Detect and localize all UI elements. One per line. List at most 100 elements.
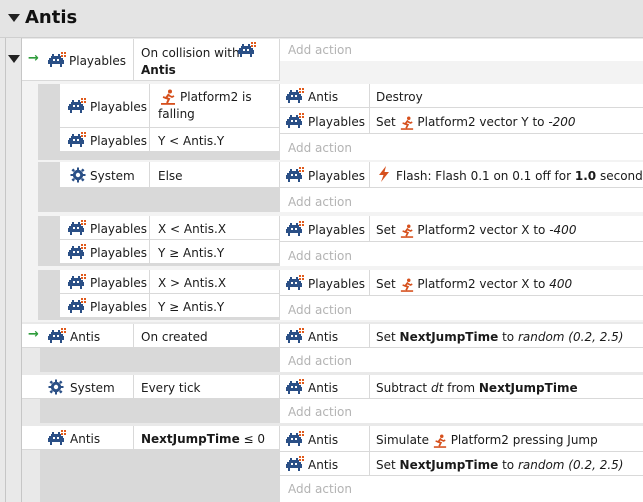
event4: Antis NextJumpTime ≤ 0 Antis Simulate Pl… — [22, 426, 643, 502]
event2-object-cell[interactable]: → Antis — [22, 324, 134, 348]
event3: System Every tick Antis Subtract dt from… — [22, 375, 643, 423]
sprite-icon — [286, 88, 304, 104]
gutter-line — [5, 38, 6, 502]
event3-object-cell[interactable]: System — [22, 375, 134, 399]
add-action-link[interactable]: Add action — [288, 482, 352, 496]
sub4-cond1[interactable]: X > Antis.X — [150, 270, 280, 294]
object-name: System — [70, 381, 115, 395]
add-action-link[interactable]: Add action — [288, 195, 352, 209]
condition-text: Else — [158, 169, 183, 183]
subevent2: System Else Playables Flash: Flash 0.1 o… — [38, 162, 643, 212]
condition-text: Every tick — [141, 381, 201, 395]
flash-bolt-icon — [378, 166, 390, 182]
object-name: Playables — [308, 169, 365, 183]
collapse-triangle-icon[interactable] — [8, 14, 20, 22]
sub3-cond2-object[interactable]: Playables — [60, 240, 150, 264]
sprite-icon — [68, 220, 86, 236]
sprite-icon — [286, 275, 304, 291]
sprite-icon — [238, 42, 256, 58]
sprite-icon — [68, 274, 86, 290]
sub1-cond2[interactable]: Y < Antis.Y — [150, 128, 280, 152]
sub1-cond1-object[interactable]: Playables — [60, 84, 150, 128]
platform-behavior-icon — [433, 434, 447, 448]
object-name: Antis — [308, 90, 339, 104]
object-name: Antis — [308, 330, 339, 344]
add-action-link[interactable]: Add action — [288, 249, 352, 263]
sprite-icon — [48, 430, 66, 446]
object-name: Antis — [308, 458, 339, 472]
sub3-actions: Playables Set Platform2 vector X to -400… — [280, 216, 643, 266]
action-object[interactable]: Playables — [280, 216, 370, 242]
object-name: Playables — [90, 222, 147, 236]
add-action-link[interactable]: Add action — [288, 405, 352, 419]
action-text[interactable]: Destroy — [370, 84, 643, 108]
sub2-cond[interactable]: Else — [150, 162, 280, 188]
sub4-cond1-object[interactable]: Playables — [60, 270, 150, 294]
sprite-icon — [48, 52, 66, 68]
action-text[interactable]: Set Platform2 vector Y to -200 — [370, 108, 643, 134]
object-name: Playables — [308, 223, 365, 237]
condition-text: Y < Antis.Y — [158, 134, 225, 148]
add-action-link[interactable]: Add action — [288, 354, 352, 368]
action-text[interactable]: Set Platform2 vector X to 400 — [370, 270, 643, 296]
sub1-cond2-object[interactable]: Playables — [60, 128, 150, 152]
sub3-cond1[interactable]: X < Antis.X — [150, 216, 280, 240]
action-object[interactable]: Playables — [280, 108, 370, 134]
event4-actions: Antis Simulate Platform2 pressing Jump A… — [280, 426, 643, 502]
event1-collapse[interactable] — [8, 55, 20, 63]
action-text[interactable]: Subtract dt from NextJumpTime — [370, 375, 643, 399]
sprite-icon — [68, 132, 86, 148]
event4-condition[interactable]: NextJumpTime ≤ 0 — [134, 426, 280, 450]
event3-actions: Antis Subtract dt from NextJumpTime Add … — [280, 375, 643, 423]
action-object[interactable]: Antis — [280, 84, 370, 108]
sub2-cond-object[interactable]: System — [60, 162, 150, 188]
sub3-cond1-object[interactable]: Playables — [60, 216, 150, 240]
action-text[interactable]: Set Platform2 vector X to -400 — [370, 216, 643, 242]
event1-object-cell[interactable]: → Playables — [22, 39, 134, 81]
action-text[interactable]: Flash: Flash 0.1 on 0.1 off for 1.0 seco… — [370, 162, 643, 188]
add-action-link[interactable]: Add action — [288, 303, 352, 317]
action-object[interactable]: Playables — [280, 162, 370, 188]
condition-text: X > Antis.X — [158, 276, 227, 290]
action-object[interactable]: Antis — [280, 375, 370, 399]
group-header[interactable]: Antis — [0, 0, 643, 38]
event1-condition[interactable]: On collision with Antis — [134, 39, 280, 81]
condition-text: On collision with — [141, 46, 240, 60]
object-name: System — [90, 169, 135, 183]
event4-object-cell[interactable]: Antis — [22, 426, 134, 450]
object-name: Playables — [69, 54, 126, 68]
event2-condition[interactable]: On created — [134, 324, 280, 348]
sprite-icon — [68, 244, 86, 260]
add-action-link[interactable]: Add action — [288, 141, 352, 155]
action-text[interactable]: Set NextJumpTime to random (0.2, 2.5) — [370, 324, 643, 348]
condition-text: Platform2 is falling — [158, 90, 252, 121]
trigger-arrow-icon: → — [28, 327, 39, 342]
action-object[interactable]: Playables — [280, 270, 370, 296]
sprite-icon — [286, 167, 304, 183]
sub3-cond2[interactable]: Y ≥ Antis.Y — [150, 240, 280, 264]
gear-icon — [70, 167, 86, 183]
sprite-icon — [68, 98, 86, 114]
object-name: Antis — [70, 432, 101, 446]
sprite-icon — [48, 328, 66, 344]
sub4-cond2[interactable]: Y ≥ Antis.Y — [150, 294, 280, 318]
condition-object: Antis — [141, 63, 176, 77]
platform-behavior-icon — [400, 224, 414, 238]
object-name: Playables — [90, 100, 147, 114]
sprite-icon — [286, 379, 304, 395]
object-name: Antis — [308, 381, 339, 395]
object-name: Playables — [308, 277, 365, 291]
action-text[interactable]: Set NextJumpTime to random (0.2, 2.5) — [370, 452, 643, 476]
object-name: Antis — [308, 433, 339, 447]
sub1-actions: Antis Destroy Playables Set Platform2 ve… — [280, 84, 643, 160]
platform-behavior-icon — [400, 278, 414, 292]
event3-condition[interactable]: Every tick — [134, 375, 280, 399]
event2-actions: Antis Set NextJumpTime to random (0.2, 2… — [280, 324, 643, 372]
action-object[interactable]: Antis — [280, 426, 370, 452]
sub4-cond2-object[interactable]: Playables — [60, 294, 150, 318]
action-object[interactable]: Antis — [280, 452, 370, 476]
action-object[interactable]: Antis — [280, 324, 370, 348]
sub1-cond1[interactable]: Platform2 is falling — [150, 84, 280, 128]
action-text[interactable]: Simulate Platform2 pressing Jump — [370, 426, 643, 452]
add-action-link[interactable]: Add action — [288, 43, 352, 57]
